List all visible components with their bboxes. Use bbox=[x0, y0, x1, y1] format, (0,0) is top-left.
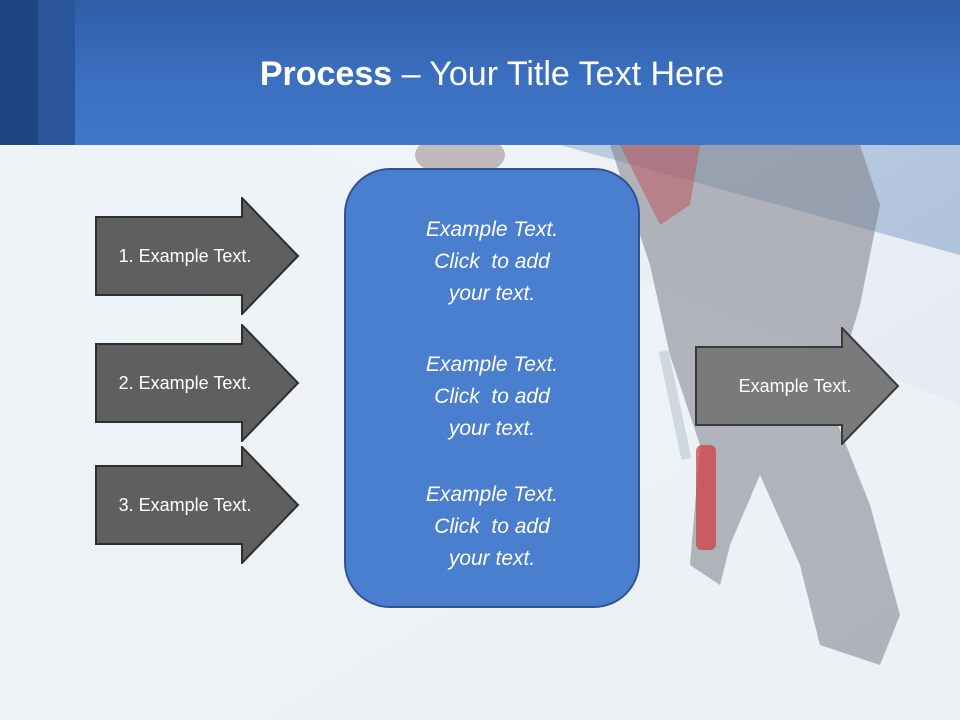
center-line: Example Text. bbox=[425, 483, 559, 506]
result-arrow-label: Example Text. bbox=[738, 375, 852, 396]
center-text-block-2: Example Text. Click to add your text. bbox=[346, 349, 638, 445]
center-line: Click to add bbox=[434, 515, 550, 538]
center-line: Click to add bbox=[434, 385, 550, 408]
center-line: Click to add bbox=[434, 250, 550, 273]
header-band: Process – Your Title Text Here bbox=[0, 0, 960, 145]
header-accent-stripe-light bbox=[38, 0, 75, 145]
step-arrow-label: 1. Example Text. bbox=[118, 245, 252, 266]
slide-title[interactable]: Process – Your Title Text Here bbox=[0, 52, 960, 96]
title-rest: – Your Title Text Here bbox=[392, 55, 725, 93]
center-text-block-1: Example Text. Click to add your text. bbox=[346, 214, 638, 310]
step-arrow-2[interactable]: 2. Example Text. bbox=[95, 324, 300, 442]
center-text-block-3: Example Text. Click to add your text. bbox=[346, 479, 638, 575]
center-line: Example Text. bbox=[425, 353, 559, 376]
center-line: your text. bbox=[448, 417, 536, 440]
center-text-box[interactable]: Example Text. Click to add your text. Ex… bbox=[344, 168, 640, 608]
center-line: Example Text. bbox=[425, 218, 559, 241]
step-arrow-label: 3. Example Text. bbox=[118, 494, 252, 515]
result-arrow[interactable]: Example Text. bbox=[695, 325, 900, 447]
step-arrow-label: 2. Example Text. bbox=[118, 372, 252, 393]
step-arrow-3[interactable]: 3. Example Text. bbox=[95, 446, 300, 564]
center-line: your text. bbox=[448, 547, 536, 570]
step-arrow-1[interactable]: 1. Example Text. bbox=[95, 197, 300, 315]
center-line: your text. bbox=[448, 282, 536, 305]
header-accent-stripe bbox=[0, 0, 38, 145]
title-bold: Process bbox=[259, 55, 393, 93]
